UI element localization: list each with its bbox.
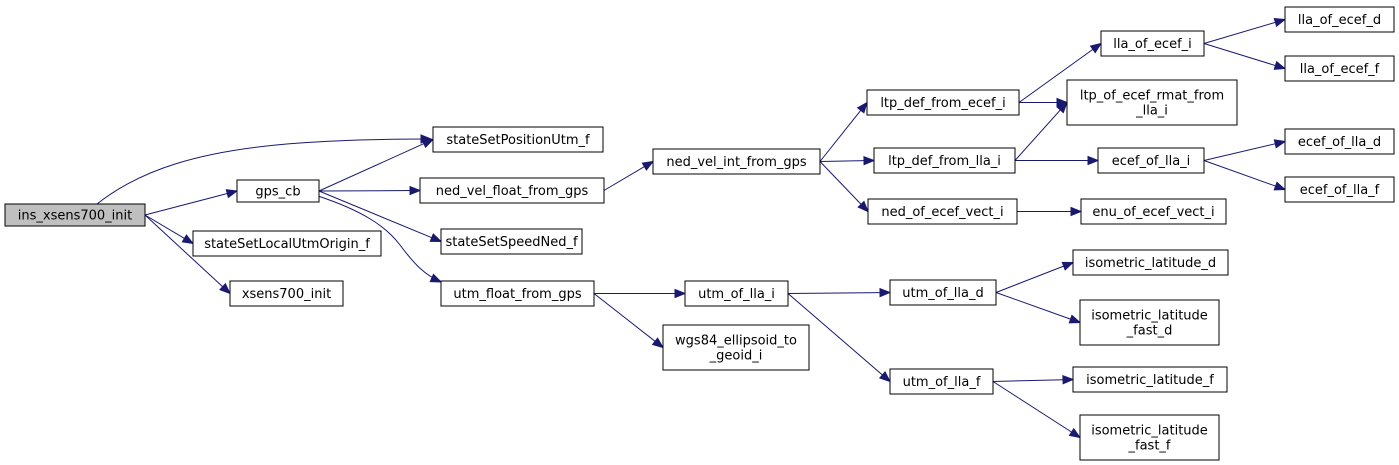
node-label: lla_of_ecef_i: [1113, 37, 1192, 52]
edge-utm_of_lla_f-to-isometric_latitude_f: [992, 375, 1075, 385]
edge-lla_of_ecef_i-to-lla_of_ecef_d: [1203, 17, 1287, 44]
node-label: isometric_latitude_d: [1085, 256, 1216, 271]
node-ecef_of_lla_f[interactable]: ecef_of_lla_f: [1284, 176, 1395, 203]
node-gps_cb[interactable]: gps_cb: [236, 179, 320, 203]
node-label: lla_of_ecef_d: [1298, 13, 1381, 28]
node-label: lla_of_ecef_f: [1300, 62, 1380, 77]
node-label: isometric_latitude: [1091, 309, 1208, 324]
node-utm_of_lla_f[interactable]: utm_of_lla_f: [889, 368, 994, 395]
node-label: xsens700_init: [242, 287, 331, 302]
edge-utm_of_lla_d-to-isometric_latitude_fast_d: [995, 292, 1082, 324]
edge-ned_vel_int_from_gps-to-ltp_def_from_ecef_i: [819, 101, 868, 162]
node-ned_vel_float_from_gps[interactable]: ned_vel_float_from_gps: [419, 177, 605, 204]
edge-ecef_of_lla_i-to-ecef_of_lla_f: [1203, 160, 1287, 191]
edge-utm_of_lla_f-to-isometric_latitude_fast_f: [992, 381, 1082, 439]
node-isometric_latitude_fast_d[interactable]: isometric_latitude_fast_d: [1079, 299, 1220, 346]
node-label: _lla_i: [1135, 104, 1168, 119]
node-ned_of_ecef_vect_i[interactable]: ned_of_ecef_vect_i: [867, 198, 1018, 225]
edge-ins_xsens700_init-to-gps_cb: [144, 189, 239, 216]
node-utm_float_from_gps[interactable]: utm_float_from_gps: [440, 280, 595, 307]
node-utm_of_lla_i[interactable]: utm_of_lla_i: [684, 280, 789, 307]
node-label: utm_float_from_gps: [453, 287, 581, 302]
edge-utm_of_lla_i-to-utm_of_lla_f: [787, 293, 892, 383]
edge-ins_xsens700_init-to-stateSetLocalUtmOrigin_f: [144, 214, 195, 245]
node-label: stateSetLocalUtmOrigin_f: [204, 237, 370, 252]
edge-utm_float_from_gps-to-utm_of_lla_i: [594, 288, 687, 299]
node-label: ned_vel_float_from_gps: [436, 184, 589, 199]
edge-gps_cb-to-stateSetPositionUtm_f: [318, 138, 435, 192]
node-ltp_def_from_lla_i[interactable]: ltp_def_from_lla_i: [873, 147, 1016, 174]
node-stateSetPositionUtm_f[interactable]: stateSetPositionUtm_f: [432, 126, 604, 153]
edge-ned_of_ecef_vect_i-to-enu_of_ecef_vect_i: [1017, 206, 1083, 217]
node-ltp_def_from_ecef_i[interactable]: ltp_def_from_ecef_i: [866, 89, 1020, 116]
node-xsens700_init[interactable]: xsens700_init: [229, 280, 344, 307]
node-utm_of_lla_d[interactable]: utm_of_lla_d: [889, 279, 997, 306]
node-label: _fast_f: [1128, 439, 1171, 454]
node-label: ecef_of_lla_d: [1298, 135, 1381, 150]
edge-utm_of_lla_i-to-utm_of_lla_d: [787, 287, 892, 298]
node-stateSetLocalUtmOrigin_f[interactable]: stateSetLocalUtmOrigin_f: [192, 230, 382, 257]
node-ecef_of_lla_d[interactable]: ecef_of_lla_d: [1284, 128, 1395, 155]
node-label: ltp_def_from_lla_i: [888, 154, 1001, 169]
node-label: utm_of_lla_f: [903, 375, 981, 390]
edge-gps_cb-to-stateSetSpeedNed_f: [318, 190, 443, 243]
edge-ltp_def_from_ecef_i-to-lla_of_ecef_i: [1018, 42, 1103, 103]
edge-gps_cb-to-ned_vel_float_from_gps: [318, 185, 422, 196]
edge-ned_vel_int_from_gps-to-ned_of_ecef_vect_i: [819, 161, 869, 213]
node-stateSetSpeedNed_f[interactable]: stateSetSpeedNed_f: [440, 228, 583, 255]
node-lla_of_ecef_f[interactable]: lla_of_ecef_f: [1284, 55, 1395, 82]
node-label: ecef_of_lla_i: [1112, 154, 1191, 169]
node-ins_xsens700_init[interactable]: ins_xsens700_init: [4, 203, 146, 227]
node-label: ecef_of_lla_f: [1300, 183, 1380, 198]
node-label: utm_of_lla_i: [698, 287, 775, 302]
node-lla_of_ecef_i[interactable]: lla_of_ecef_i: [1100, 30, 1205, 57]
node-isometric_latitude_f[interactable]: isometric_latitude_f: [1072, 366, 1228, 393]
node-label: ins_xsens700_init: [18, 209, 132, 224]
node-ecef_of_lla_i[interactable]: ecef_of_lla_i: [1097, 147, 1205, 174]
node-label: stateSetPositionUtm_f: [446, 133, 590, 148]
edge-utm_float_from_gps-to-wgs84_ellipsoid_to_geoid_i: [593, 293, 665, 349]
edge-ltp_def_from_lla_i-to-ltp_of_ecef_rmat_from_lla_i: [1014, 101, 1068, 161]
node-ned_vel_int_from_gps[interactable]: ned_vel_int_from_gps: [652, 148, 821, 175]
node-lla_of_ecef_d[interactable]: lla_of_ecef_d: [1284, 6, 1395, 33]
node-enu_of_ecef_vect_i[interactable]: enu_of_ecef_vect_i: [1080, 198, 1227, 225]
edges-layer: [96, 17, 1287, 439]
node-isometric_latitude_d[interactable]: isometric_latitude_d: [1072, 249, 1229, 276]
node-label: stateSetSpeedNed_f: [445, 235, 578, 250]
node-isometric_latitude_fast_f[interactable]: isometric_latitude_fast_f: [1079, 414, 1220, 461]
node-label: utm_of_lla_d: [902, 286, 983, 301]
node-wgs84_ellipsoid_to_geoid_i[interactable]: wgs84_ellipsoid_to_geoid_i: [662, 324, 810, 371]
edge-utm_of_lla_d-to-isometric_latitude_d: [995, 261, 1075, 293]
node-label: ned_vel_int_from_gps: [666, 155, 806, 170]
node-label: ned_of_ecef_vect_i: [881, 205, 1003, 220]
edge-gps_cb-to-utm_float_from_gps: [317, 195, 443, 283]
node-ltp_of_ecef_rmat_from_lla_i[interactable]: ltp_of_ecef_rmat_from_lla_i: [1066, 79, 1238, 126]
node-label: ltp_of_ecef_rmat_from: [1080, 89, 1224, 104]
node-label: isometric_latitude: [1091, 424, 1208, 439]
node-label: gps_cb: [255, 185, 300, 200]
edge-ins_xsens700_init-to-xsens700_init: [144, 214, 231, 295]
edge-ltp_def_from_lla_i-to-ecef_of_lla_i: [1015, 155, 1100, 166]
node-label: _fast_d: [1126, 324, 1173, 339]
edge-ned_vel_int_from_gps-to-ltp_def_from_lla_i: [819, 155, 876, 166]
edge-lla_of_ecef_i-to-lla_of_ecef_f: [1203, 43, 1287, 70]
edge-ned_vel_float_from_gps-to-ned_vel_int_from_gps: [603, 160, 655, 191]
node-label: ltp_def_from_ecef_i: [880, 96, 1005, 111]
node-label: _geoid_i: [709, 349, 763, 364]
node-label: wgs84_ellipsoid_to: [675, 334, 797, 349]
edge-ltp_def_from_ecef_i-to-ltp_of_ecef_rmat_from_lla_i: [1019, 97, 1069, 108]
nodes-layer: ins_xsens700_init gps_cb stateSetPositionU…: [4, 6, 1395, 461]
edge-ecef_of_lla_i-to-ecef_of_lla_d: [1203, 139, 1287, 161]
node-label: isometric_latitude_f: [1086, 373, 1214, 388]
node-label: enu_of_ecef_vect_i: [1092, 205, 1214, 220]
